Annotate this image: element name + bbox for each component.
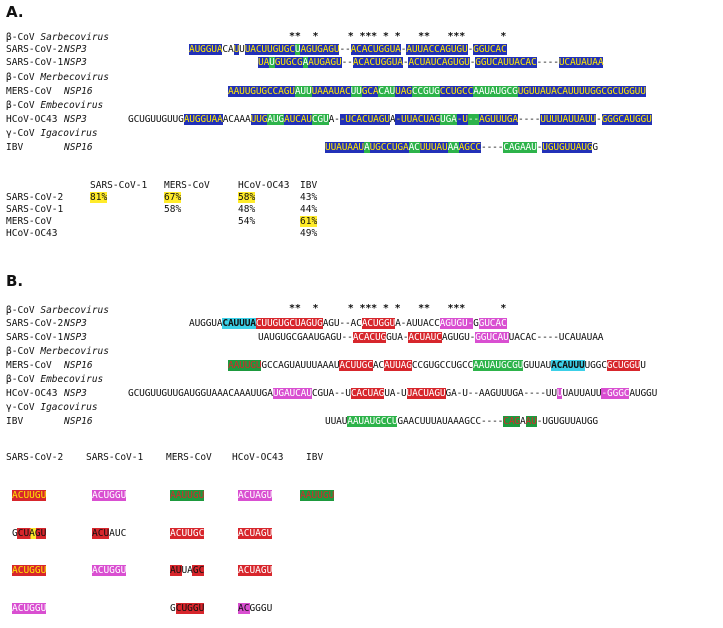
- identity-value: 58%: [238, 192, 256, 203]
- motif-header-sars2: SARS-CoV-2: [6, 452, 64, 463]
- motif-item: ACUAGU: [238, 527, 273, 539]
- row-label-sars2: SARS-CoV-2NSP3: [6, 318, 87, 329]
- motif-item: AUUAGC: [170, 565, 205, 576]
- seq-a-mers: AAUUGUGCCAGUAUUUAAAUACUUGCACAUUAGCCGUGCC…: [228, 86, 646, 97]
- row-header: HCoV-OC43: [6, 228, 58, 239]
- seq-a-oc43: GCUGUUGUUGAUGGUAAACAAAUUGAUGAUCAUCGUA--U…: [128, 114, 652, 125]
- identity-value: 49%: [300, 228, 318, 239]
- motif-item: ACUGGU: [12, 565, 47, 576]
- row-header: SARS-CoV-2: [6, 192, 64, 203]
- motif-item: ACUGGU: [92, 490, 127, 501]
- motif-item: AAUUGU: [170, 490, 205, 501]
- group-label-merbecovirus: β-CoV Merbecovirus: [6, 72, 109, 83]
- panel-b-label: B.: [6, 272, 24, 290]
- identity-value: 67%: [164, 192, 182, 203]
- row-label-sars1: SARS-CoV-1NSP3: [6, 57, 87, 68]
- seq-b-mers: AAUUGUGCCAGUAUUUAAAUACUUGCACAUUAGCCGUGCC…: [228, 360, 646, 371]
- identity-value: 58%: [164, 204, 182, 215]
- col-header: IBV: [300, 180, 318, 191]
- group-label-sarbecovirus: β-CoV Sarbecovirus: [6, 305, 109, 316]
- motif-list-ibv: AAUUGU: [300, 465, 335, 515]
- motif-item: ACUGGU: [12, 602, 47, 614]
- motif-item: ACGGGU: [238, 602, 273, 614]
- col-header: SARS-CoV-1: [90, 180, 148, 191]
- row-label-sars2: SARS-CoV-2NSP3: [6, 44, 87, 55]
- col-header: MERS-CoV: [164, 180, 210, 191]
- seq-b-sars2: AUGGUACAUUUACUUGUGCUAGUGAGU--ACACUGGUA-A…: [189, 318, 507, 329]
- seq-b-sars1: UAUGUGCGAAUGAGU--ACACUGGUA-ACUAUCAGUGU-G…: [258, 332, 604, 343]
- seq-b-oc43: GCUGUUGUUGAUGGUAAACAAAUUGAUGAUCAUCGUA--U…: [128, 388, 658, 399]
- group-label-igacovirus: γ-CoV Igacovirus: [6, 128, 98, 139]
- identity-value: 43%: [300, 192, 318, 203]
- panel-a-label: A.: [6, 3, 24, 21]
- group-label-igacovirus: γ-CoV Igacovirus: [6, 402, 98, 413]
- motif-header-ibv: IBV: [306, 452, 324, 463]
- identity-value: 81%: [90, 192, 108, 203]
- identity-value: 61%: [300, 216, 318, 227]
- col-header: HCoV-OC43: [238, 180, 290, 191]
- group-label-merbecovirus: β-CoV Merbecovirus: [6, 346, 109, 357]
- motif-item: AAUUGU: [300, 490, 335, 501]
- table-row: MERS-CoV 54% 61%: [6, 216, 323, 228]
- motif-item: GCUGGU: [170, 602, 205, 614]
- seq-a-ibv: UUAUAAUAUGCCUGAACUUUAUAAAGCC----CAGAAU-U…: [325, 142, 598, 153]
- group-label-embecovirus: β-CoV Embecovirus: [6, 374, 104, 385]
- table-row: SARS-CoV-2 81% 67% 58% 43%: [6, 192, 323, 204]
- motif-item: ACUUGU: [12, 490, 47, 501]
- motif-item: ACUUGC: [170, 527, 205, 539]
- identity-value: 44%: [300, 204, 318, 215]
- motif-item: GCUAGU: [12, 527, 47, 539]
- seq-a-sars2: AUGGUACAUUUACUUGUGCUAGUGAGU--ACACUGGUA-A…: [189, 44, 507, 55]
- motif-item: ACUAGU: [238, 565, 273, 576]
- motif-list-sars2: ACUUGU GCUAGU ACUGGU ACUGGU: [12, 465, 47, 628]
- group-label-embecovirus: β-CoV Embecovirus: [6, 100, 104, 111]
- identity-table: SARS-CoV-1 MERS-CoV HCoV-OC43 IBV SARS-C…: [6, 180, 323, 240]
- row-label-sars1: SARS-CoV-1NSP3: [6, 332, 87, 343]
- motif-list-mers: AAUUGU ACUUGC AUUAGC GCUGGU: [170, 465, 205, 628]
- table-row: SARS-CoV-1 58% 48% 44%: [6, 204, 323, 216]
- motif-item: ACUGGU: [92, 565, 127, 576]
- motif-list-oc43: ACUAGU ACUAGU ACUAGU ACGGGU: [238, 465, 273, 628]
- motif-list-sars1: ACUGGU ACUAUC ACUGGU: [92, 465, 127, 590]
- seq-a-sars1: UAUGUGCGAAUGAGU--ACACUGGUA-ACUAUCAGUGU-G…: [258, 57, 604, 68]
- seq-b-ibv: UUAUAAUAUGCCUGAACUUUAUAAAGCC----CAGAAU-U…: [325, 416, 598, 427]
- row-header: SARS-CoV-1: [6, 204, 64, 215]
- conservation-stars-a: ** * * *** * * ** *** *: [289, 31, 507, 42]
- motif-item: ACUAGU: [238, 490, 273, 501]
- motif-header-oc43: HCoV-OC43: [232, 452, 284, 463]
- group-label-sarbecovirus: β-CoV Sarbecovirus: [6, 32, 109, 43]
- identity-value: 54%: [238, 216, 256, 227]
- motif-header-mers: MERS-CoV: [166, 452, 212, 463]
- motif-item: ACUAUC: [92, 527, 127, 539]
- motif-header-sars1: SARS-CoV-1: [86, 452, 144, 463]
- table-row: HCoV-OC43 49%: [6, 228, 323, 240]
- identity-table-header: SARS-CoV-1 MERS-CoV HCoV-OC43 IBV: [6, 180, 323, 192]
- conservation-stars-b: ** * * *** * * ** *** *: [289, 303, 507, 314]
- identity-value: 48%: [238, 204, 256, 215]
- row-header: MERS-CoV: [6, 216, 52, 227]
